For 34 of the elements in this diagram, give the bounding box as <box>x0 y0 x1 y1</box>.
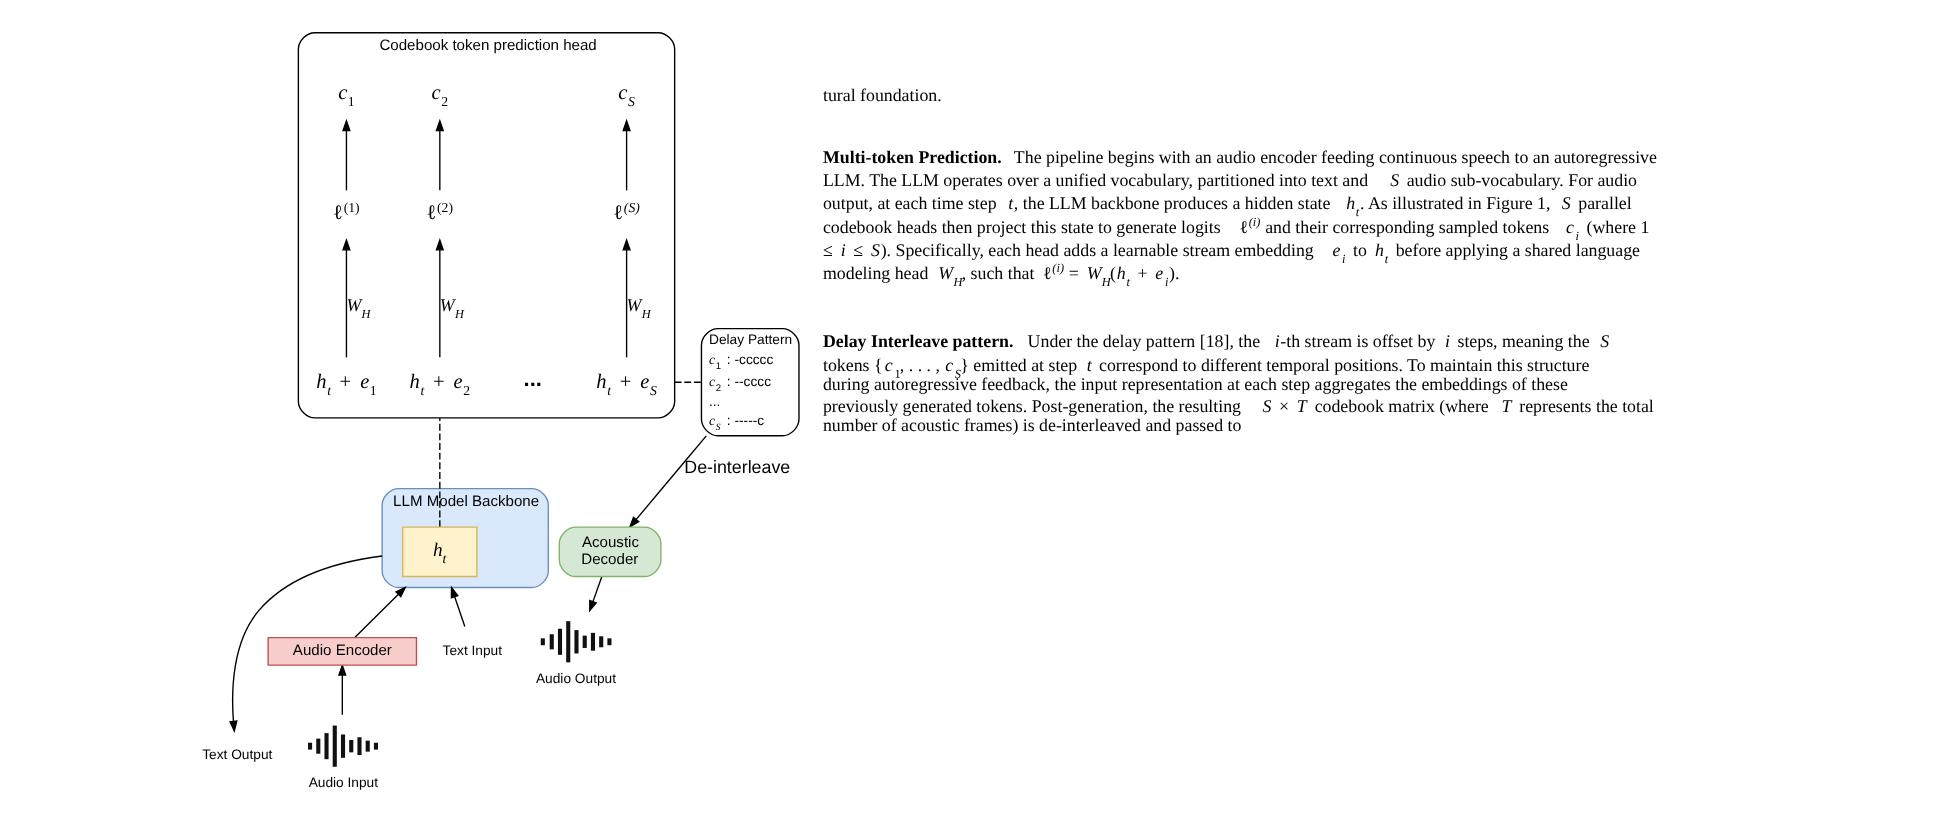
node-text: ℓ$^{(1)}$ <box>333 201 359 225</box>
label: Delay Interleave pattern. Under the delay pattern [18], the i-th stream is offset by i steps, meaning the S tokens {c$_{1}$, . . . , c$_{S}$} emitted at step t correspond to different temporal positions. To maintain this structure during autoregressive feedback, the input representation at each step aggregates the embeddings of these previously generated tokens. Post-generation, the resulting S × T codebook matrix (where T represents the total number of acoustic frames) is de-interleaved and passed to <box>821 331 1653 435</box>
label: tural foundation. <box>821 84 941 105</box>
arrow <box>434 238 444 358</box>
node-text: c$_{1}$ <box>337 83 354 111</box>
node-box: h$_{t}$ <box>401 526 477 578</box>
label: ... <box>522 368 541 393</box>
arrow <box>449 585 465 628</box>
arrow <box>341 118 350 192</box>
connector <box>438 417 440 528</box>
node-text: ℓ$^{(2)}$ <box>426 201 453 225</box>
node-text: ℓ$^{(S)}$ <box>613 201 639 225</box>
arrow <box>627 435 706 529</box>
node-text: h$_{t}$ + e$_{S}$ <box>595 371 656 399</box>
node-text: h$_{t}$ + e$_{2}$ <box>408 371 470 399</box>
arrow <box>434 118 444 192</box>
node-text: c$_{S}$ <box>617 83 634 111</box>
edge-label: W$_{H}$ <box>625 294 650 322</box>
arrow <box>353 586 406 639</box>
node-box: Audio Encoder <box>266 636 417 666</box>
connector <box>673 381 701 383</box>
arrow <box>228 555 382 734</box>
node-text: h$_{t}$ + e$_{1}$ <box>315 371 376 399</box>
edge-label: W$_{H}$ <box>345 294 370 322</box>
arrow <box>337 663 346 716</box>
arrow <box>341 238 350 358</box>
edge-label: De-interleave <box>683 456 790 477</box>
arrow <box>621 238 630 358</box>
label: Multi-token Prediction. The pipeline begins with an audio encoder feeding continuous speech to an autoregressive LLM. The LLM operates over a unified vocabulary, partitioned into text and S audio sub-vocabulary. For audio output, at each time step t, the LLM backbone produces a hidden state h$_{t}$. As illustrated in Figure 1, S parallel codebook heads then project this state to generate logits ℓ$^{(i)}$ and their corresponding sampled tokens c$_{i}$ (where 1 ≤ i ≤ S). Specifically, each head adds a learnable stream embedding e$_{i}$ to h$_{t}$ before applying a shared language modeling head W$_{H}$, such that ℓ$^{(i)}$ = W$_{H}$(h$_{t}$ + e$_{i}$). <box>821 146 1656 291</box>
edge-label: W$_{H}$ <box>438 294 463 322</box>
arrow <box>588 576 602 613</box>
arrow <box>621 118 630 192</box>
node-text: c$_{2}$ <box>430 83 448 111</box>
node-box: Acoustic Decoder <box>557 526 661 578</box>
